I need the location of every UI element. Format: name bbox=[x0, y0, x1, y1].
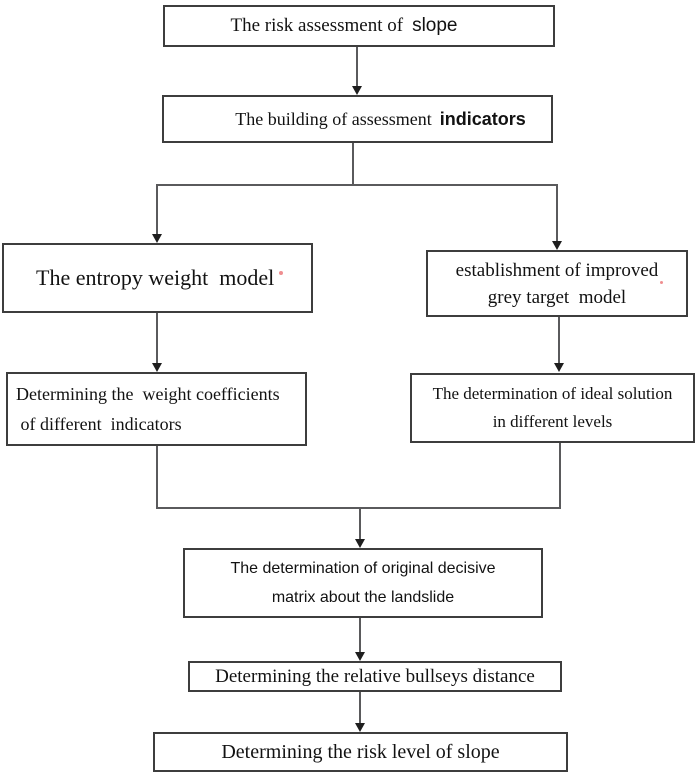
node-risk-assessment-label: The risk assessment of slope bbox=[165, 15, 523, 37]
ideal-solution-line2: in different levels bbox=[492, 412, 613, 431]
arrowhead-entropy bbox=[152, 234, 162, 243]
connector-bullseye-to-risk-level bbox=[359, 692, 361, 725]
arrowhead-matrix bbox=[355, 539, 365, 548]
connector-merge-to-matrix bbox=[359, 508, 361, 540]
red-speck bbox=[660, 281, 663, 284]
connector-rail-to-grey-target bbox=[556, 184, 558, 243]
connector-ideal-to-merge bbox=[559, 443, 561, 509]
node-risk-assessment: The risk assessment of slope bbox=[163, 5, 555, 47]
connector-branch-stem bbox=[352, 143, 354, 184]
arrowhead-weights bbox=[152, 363, 162, 372]
red-speck bbox=[279, 271, 283, 275]
arrowhead-bullseye bbox=[355, 652, 365, 661]
ideal-solution-line1: The determination of ideal solution bbox=[432, 384, 673, 403]
risk-level-label: Determining the risk level of slope bbox=[221, 740, 500, 763]
arrowhead-risk-level bbox=[355, 723, 365, 732]
node-entropy-model: The entropy weight model bbox=[2, 243, 313, 313]
risk-assessment-text: The risk assessment of bbox=[230, 15, 404, 36]
decisive-matrix-line2: matrix about the landslide bbox=[271, 589, 455, 606]
connector-weights-to-merge bbox=[156, 446, 158, 509]
node-decisive-matrix: The determination of original decisive m… bbox=[183, 548, 543, 618]
node-building-indicators-label: The building of assessment indicators bbox=[210, 109, 551, 130]
connector-grey-to-ideal bbox=[558, 317, 560, 364]
weight-coefficients-line2: of different indicators bbox=[16, 414, 182, 434]
connector-matrix-to-bullseye bbox=[359, 618, 361, 654]
connector-rail-to-entropy bbox=[156, 184, 158, 236]
bullseye-distance-label: Determining the relative bullseys distan… bbox=[215, 665, 535, 687]
building-indicators-text: The building of assessment bbox=[235, 108, 432, 129]
arrowhead-grey-target bbox=[552, 241, 562, 250]
node-risk-level: Determining the risk level of slope bbox=[153, 732, 568, 772]
node-ideal-solution: The determination of ideal solution in d… bbox=[410, 373, 695, 443]
arrowhead-building bbox=[352, 86, 362, 95]
node-weight-coefficients: Determining the weight coefficients of d… bbox=[6, 372, 307, 446]
connector-merge-rail bbox=[156, 507, 561, 509]
risk-assessment-accent-text: slope bbox=[412, 15, 458, 36]
building-indicators-accent-text: indicators bbox=[439, 108, 526, 129]
node-grey-target-model: establishment of improved grey target mo… bbox=[426, 250, 688, 317]
grey-target-line1: establishment of improved bbox=[455, 259, 659, 281]
connector-risk-to-building bbox=[356, 47, 358, 88]
entropy-model-label: The entropy weight model bbox=[36, 265, 275, 290]
weight-coefficients-line1: Determining the weight coefficients bbox=[16, 384, 280, 404]
connector-branch-rail bbox=[156, 184, 558, 186]
node-building-indicators: The building of assessment indicators bbox=[162, 95, 553, 143]
connector-entropy-to-weights bbox=[156, 313, 158, 364]
grey-target-line2: grey target model bbox=[487, 286, 627, 308]
decisive-matrix-line1: The determination of original decisive bbox=[230, 560, 496, 577]
node-bullseye-distance: Determining the relative bullseys distan… bbox=[188, 661, 562, 692]
arrowhead-ideal bbox=[554, 363, 564, 372]
